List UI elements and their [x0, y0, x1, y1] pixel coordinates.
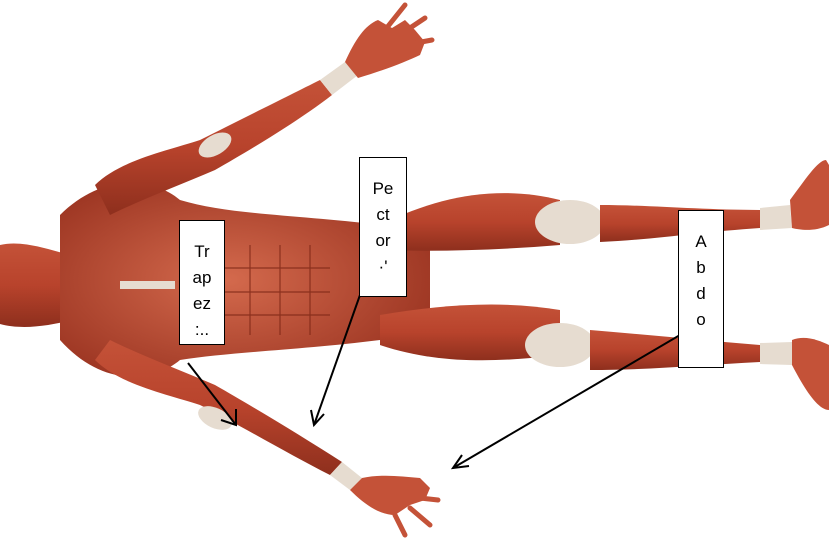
label-line: ·' [360, 254, 406, 280]
label-line: :.. [180, 317, 224, 343]
label-line: o [679, 307, 723, 333]
label-box-pectoral: Pe ct or ·' [359, 157, 407, 297]
label-line: Tr [180, 239, 224, 265]
label-box-abdominal: A b d o [678, 210, 724, 368]
label-line: d [679, 281, 723, 307]
label-line: ez [180, 291, 224, 317]
label-line: ct [360, 202, 406, 228]
label-line: A [679, 229, 723, 255]
leg-bottom-calf [590, 330, 760, 370]
label-line: or [360, 228, 406, 254]
foot-top [790, 160, 829, 230]
label-box-trapezius: Tr ap ez :.. [179, 220, 225, 345]
label-line: b [679, 255, 723, 281]
label-line: Pe [360, 176, 406, 202]
leg-top-thigh [380, 193, 560, 251]
hand-bottom [350, 476, 430, 515]
foot-bottom [792, 338, 829, 410]
label-line: ap [180, 265, 224, 291]
lower-arm-bottom [95, 340, 342, 475]
